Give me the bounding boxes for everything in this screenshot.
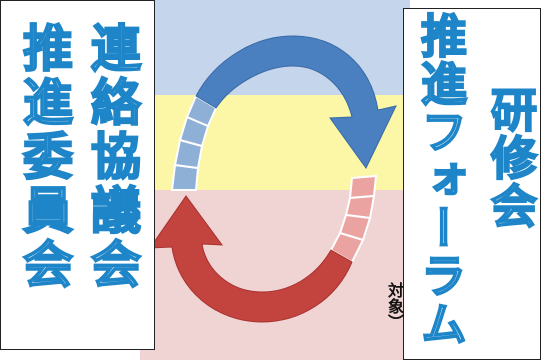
label-liaison-council: 連絡協議会 [82, 21, 142, 293]
label-promotion-forum: 推進フォーラム [413, 11, 469, 349]
cycle-arrow-blue-icon [195, 35, 397, 169]
label-training-session: 研修会 [483, 85, 539, 231]
label-promotion-committee: 推進委員会 [14, 21, 74, 293]
bottom-note: 対象） [385, 282, 404, 330]
red-arrow-tail [329, 174, 378, 264]
right-panel [403, 8, 541, 360]
blue-arrow-tail [170, 94, 218, 191]
cycle-arrow-red-icon [149, 195, 353, 323]
left-panel [0, 0, 155, 350]
